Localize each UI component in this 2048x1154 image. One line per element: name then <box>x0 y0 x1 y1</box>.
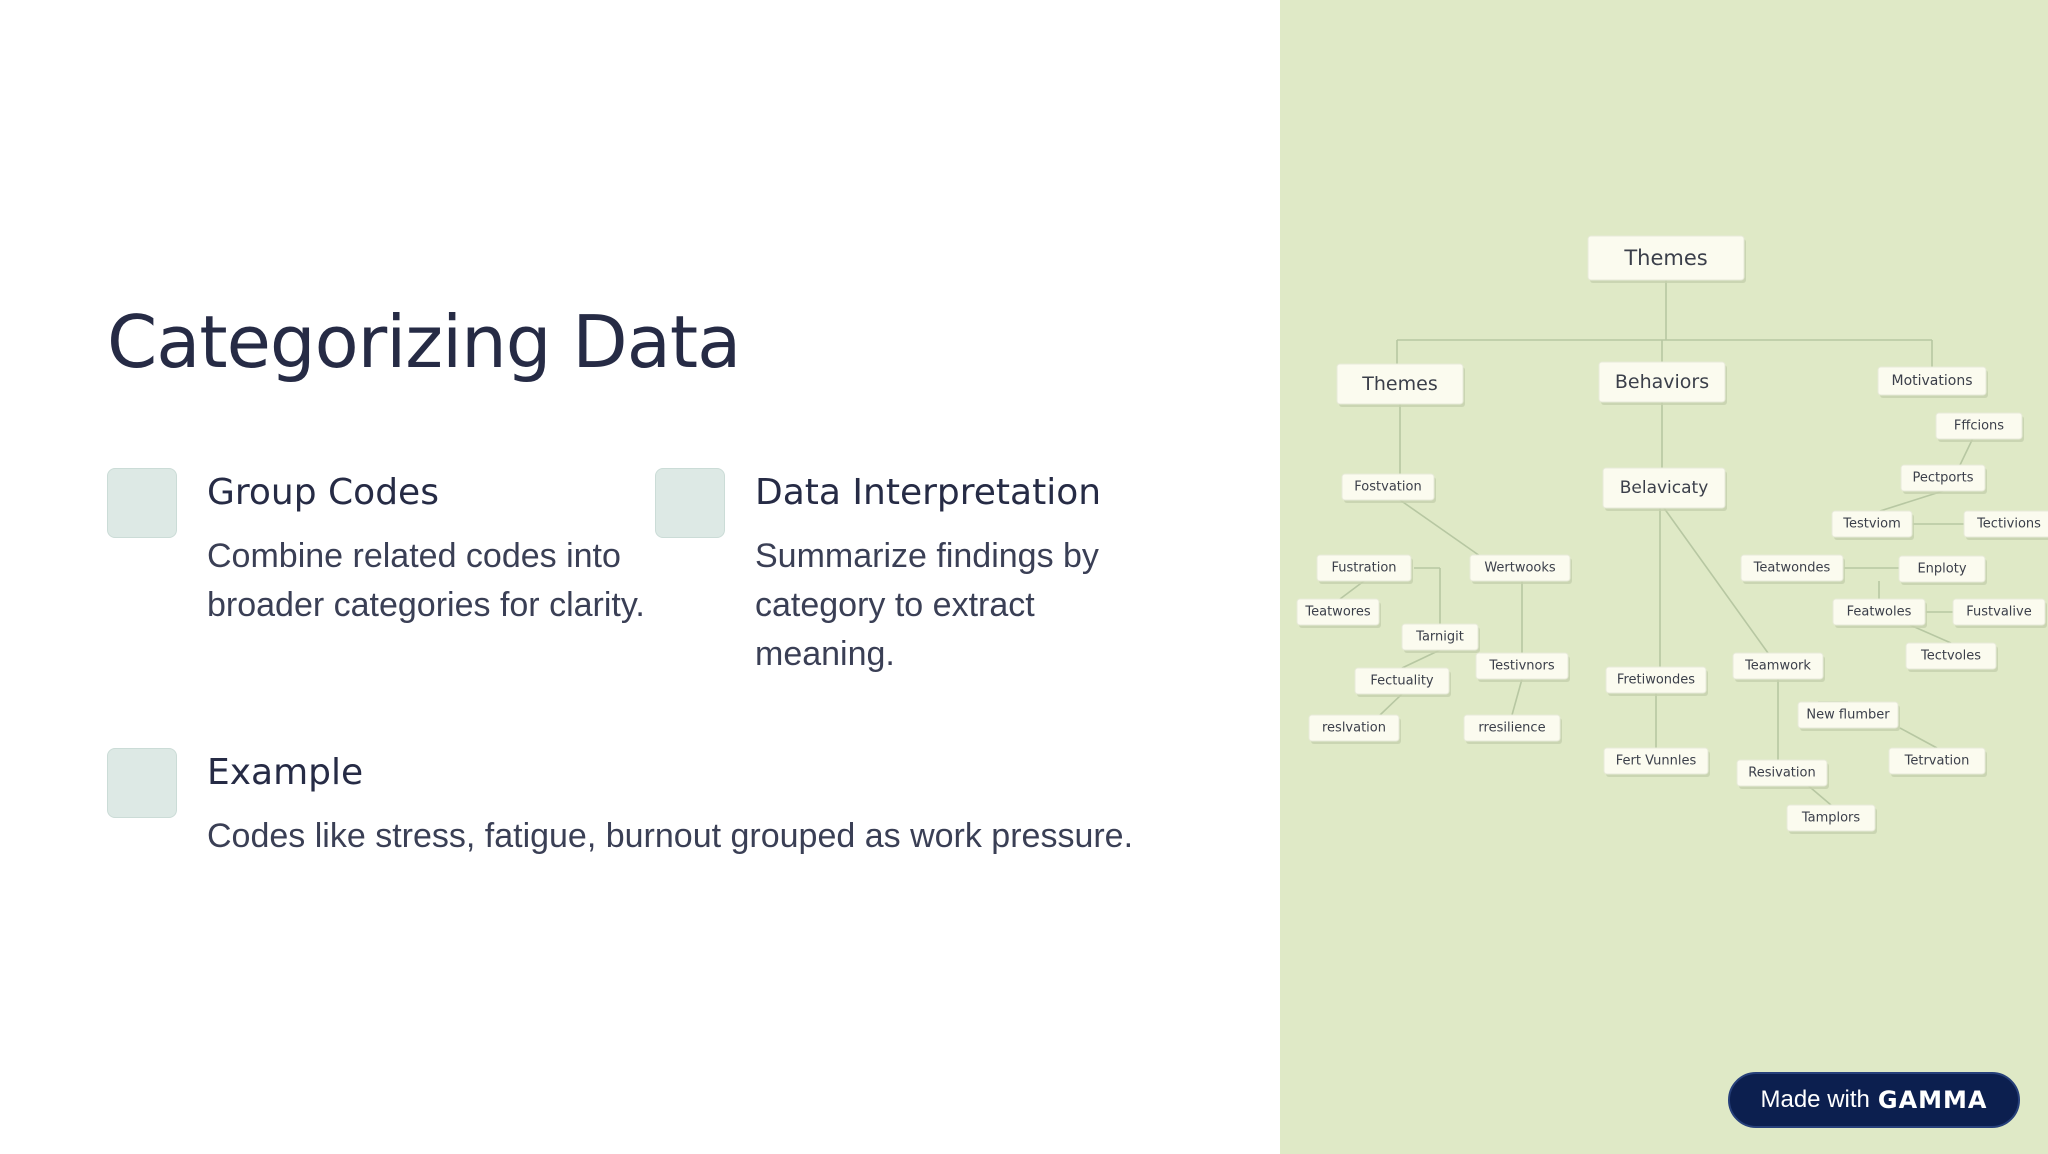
item-heading: Group Codes <box>207 472 439 513</box>
tree-node: Fostvation <box>1341 473 1436 503</box>
tree-node-label: Tectivions <box>1976 517 2041 532</box>
item-heading: Example <box>207 752 364 793</box>
tree-node: Testivnors <box>1475 652 1570 682</box>
tree-node: Resivation <box>1736 759 1829 789</box>
tree-edge <box>1663 507 1769 654</box>
tree-node: rresilience <box>1463 714 1562 744</box>
tree-node: Teatwondes <box>1740 554 1845 584</box>
tree-node-label: reslvation <box>1322 721 1386 736</box>
item-description: Combine related codes into broader categ… <box>207 537 645 624</box>
tree-node-label: Wertwooks <box>1484 561 1556 576</box>
content-pane: Categorizing Data Group Codes Combine re… <box>107 300 1134 855</box>
tree-node-label: rresilience <box>1478 721 1545 736</box>
tree-node-label: Tetrvation <box>1904 754 1970 769</box>
tree-node: Testviom <box>1831 510 1914 540</box>
tree-edge <box>1379 693 1403 716</box>
tree-node: Fffcions <box>1935 412 2024 442</box>
tree-node-label: Pectports <box>1912 471 1973 486</box>
tree-node: Tectvoles <box>1905 642 1998 672</box>
tree-node: Pectports <box>1900 464 1987 494</box>
tree-node-label: Behaviors <box>1615 371 1709 393</box>
tree-node: Fustvalive <box>1952 598 2047 628</box>
tree-node-label: Fectuality <box>1370 674 1434 689</box>
tree-node: Belavicaty <box>1602 467 1727 511</box>
tree-node-label: Tectvoles <box>1920 649 1981 664</box>
tree-node-label: Teatwores <box>1304 605 1370 620</box>
tree-node: Teatwores <box>1296 598 1381 628</box>
tree-node: Tetrvation <box>1888 747 1987 777</box>
tree-node-label: Themes <box>1623 246 1707 270</box>
tree-node: New flumber <box>1797 701 1900 731</box>
tree-node-label: Fffcions <box>1954 419 2004 434</box>
tree-node-label: Teatwondes <box>1753 561 1831 576</box>
tree-node-label: Tamplors <box>1801 811 1861 826</box>
tree-node-label: Featwoles <box>1847 605 1912 620</box>
tree-node-label: Belavicaty <box>1620 478 1709 498</box>
tree-node: Teamwork <box>1732 652 1825 682</box>
tree-node: Enploty <box>1898 555 1987 585</box>
tree-node: Tamplors <box>1786 804 1877 834</box>
tree-node: reslvation <box>1308 714 1401 744</box>
item-marker <box>655 468 725 538</box>
tree-node: Fustration <box>1316 554 1413 584</box>
tree-node-label: Fostvation <box>1354 480 1421 495</box>
tree-node: Fretiwondes <box>1605 666 1708 696</box>
tree-edge <box>1399 499 1481 557</box>
tree-node: Fectuality <box>1354 667 1451 697</box>
tree-node-label: Testivnors <box>1488 659 1554 674</box>
item-description: Summarize findings by category to extrac… <box>755 537 1099 673</box>
tree-node-label: Tarnigit <box>1415 630 1464 645</box>
tree-node-label: Resivation <box>1748 766 1815 781</box>
tree-node-label: Themes <box>1361 373 1437 395</box>
tree-node: Tarnigit <box>1401 623 1480 653</box>
gamma-logo: GAMMA <box>1877 1086 1988 1114</box>
tree-node-label: Teamwork <box>1744 659 1811 674</box>
tree-node: Featwoles <box>1832 598 1927 628</box>
tree-node-label: Enploty <box>1917 562 1966 577</box>
badge-prefix: Made with <box>1760 1086 1870 1113</box>
tree-node-label: Fustvalive <box>1966 605 2031 620</box>
tree-node-label: Fustration <box>1331 561 1396 576</box>
tree-node-label: New flumber <box>1806 708 1890 723</box>
item-heading: Data Interpretation <box>755 472 1102 513</box>
tree-node-label: Testviom <box>1842 517 1901 532</box>
tree-node: Behaviors <box>1598 361 1727 405</box>
tree-node: Motivations <box>1877 366 1988 398</box>
item-description: Codes like stress, fatigue, burnout grou… <box>207 817 1134 855</box>
tree-node: Themes <box>1336 363 1465 407</box>
tree-edge <box>1511 678 1523 716</box>
item-marker <box>107 468 177 538</box>
item-marker <box>107 748 177 818</box>
made-with-gamma-badge[interactable]: Made with GAMMA <box>1728 1072 2020 1128</box>
tree-node-label: Fretiwondes <box>1617 673 1695 688</box>
page-title: Categorizing Data <box>107 300 741 384</box>
tree-node-label: Fert Vunnles <box>1616 754 1697 769</box>
tree-node: Fert Vunnles <box>1603 747 1710 777</box>
tree-edge <box>1879 490 1944 512</box>
tree-edge <box>1899 727 1938 749</box>
tree-node: Themes <box>1587 235 1746 283</box>
tree-node: Wertwooks <box>1469 554 1572 584</box>
tree-node-label: Motivations <box>1892 373 1973 389</box>
tree-node: Tectivions <box>1963 510 2048 540</box>
